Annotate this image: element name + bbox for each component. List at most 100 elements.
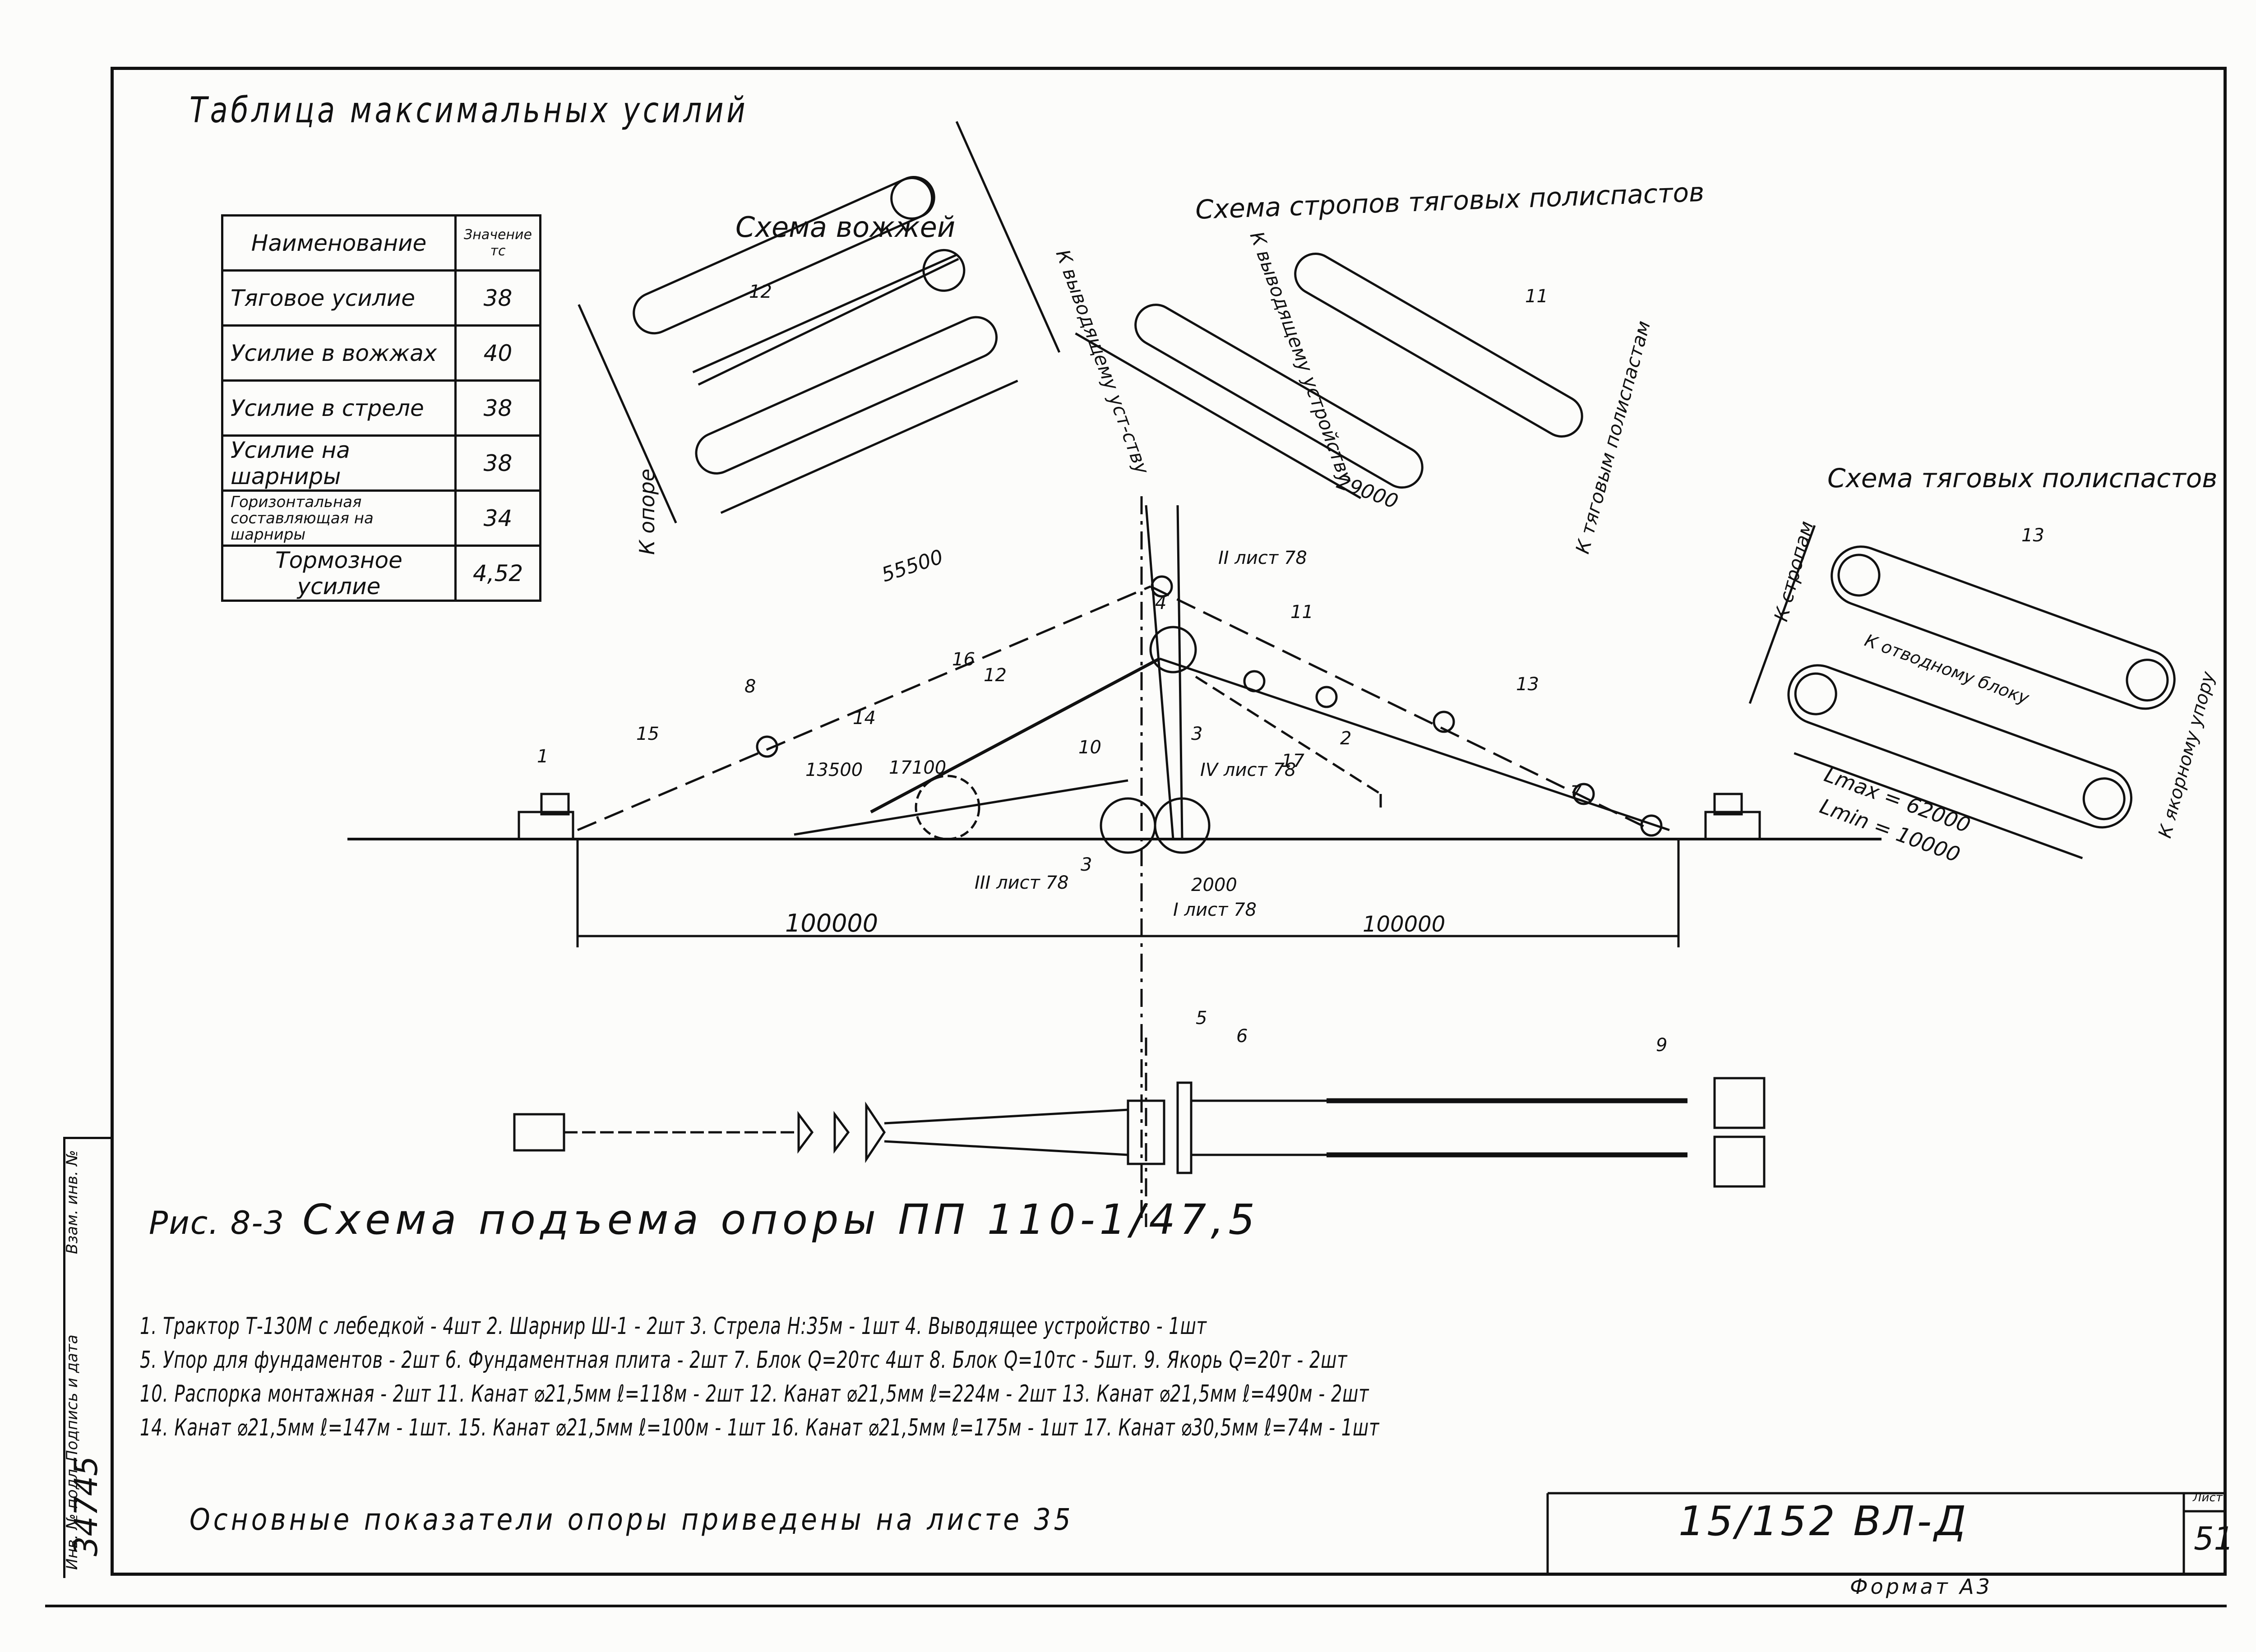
table-header-row: Наименование Значение тс (221, 214, 541, 272)
sling-loop (1294, 253, 1583, 438)
row-name: Усилие на шарниры (221, 434, 457, 492)
cable-17 (1195, 675, 1382, 795)
legend-line: 10. Распорка монтажная - 2шт 11. Канат ⌀… (140, 1380, 1369, 1407)
callout-3: 3 (1191, 724, 1202, 744)
label-to-support: К опоре (635, 469, 659, 555)
dim-100000-left: 100000 (785, 909, 878, 937)
table-title: Таблица максимальных усилий (190, 90, 749, 131)
callout-2: 2 (1340, 728, 1351, 749)
block (1433, 711, 1455, 733)
tackle-block (1837, 554, 1881, 597)
dim-13500: 13500 (805, 760, 863, 780)
tackle-plan (865, 1101, 886, 1163)
tractor-right (1704, 811, 1761, 840)
hinge-left (1100, 797, 1156, 854)
rein-line (692, 254, 957, 374)
callout-4: 4 (1155, 593, 1166, 614)
max-forces-table: Наименование Значение тс Тяговое усилие … (221, 214, 541, 602)
label-to-pulling-device: К выводящему уст-ству (1052, 247, 1154, 478)
sheet-label: Лист (2193, 1491, 2223, 1504)
table-row: Усилие на шарниры 38 (221, 434, 541, 492)
row-value: 38 (454, 269, 541, 327)
document-number: 15/152 ВЛ-Д (1678, 1498, 1969, 1545)
callout-17: 17 (1281, 751, 1304, 771)
callout-10: 10 (1078, 737, 1101, 758)
dim-line (1075, 332, 1362, 499)
cable-15 (577, 585, 1151, 831)
tackle-plan (797, 1111, 814, 1154)
pulling-device-4 (1149, 626, 1197, 674)
callout-6: 6 (1236, 1026, 1248, 1047)
support-leg (1145, 505, 1174, 840)
row-value: 38 (454, 434, 541, 492)
label-to-anchor: К якорному упору (2154, 669, 2219, 840)
figure-caption: Рис. 8-3 Схема подъема опоры ПП 110-1/47… (149, 1195, 1259, 1244)
boom (870, 657, 1160, 814)
row-name: Горизонтальная составляющая на шарниры (221, 489, 457, 547)
tractor-plan-left (513, 1113, 565, 1152)
format-label: Формат А3 (1850, 1574, 1992, 1599)
plan-line (884, 1108, 1128, 1125)
sheet-ref-i: I лист 78 (1173, 900, 1257, 920)
tractor-right-cab (1713, 793, 1743, 816)
dim-line (1794, 752, 2083, 859)
tractor-plan-right (1713, 1135, 1766, 1188)
dim-2000: 2000 (1191, 875, 1237, 895)
caption-prefix: Рис. 8-3 (149, 1204, 285, 1241)
dim-17100: 17100 (889, 757, 946, 778)
tackle-block (2126, 659, 2169, 702)
dim-100000-right: 100000 (1363, 912, 1445, 937)
callout-13: 13 (2021, 525, 2044, 546)
label-to-pulling-device-2: К выводящему устройству (1246, 229, 1358, 487)
boom-strut (794, 779, 1128, 836)
row-name: Усилие в вожжах (221, 324, 457, 382)
side-stamp (63, 1137, 113, 1578)
callout-3b: 3 (1081, 854, 1092, 875)
label-to-slings: К стропам (1770, 519, 1817, 624)
hinge-right (1154, 797, 1211, 854)
rein-block (922, 249, 966, 292)
plan-view: 5 6 9 (513, 1008, 1766, 1227)
dim-line (1748, 525, 1816, 704)
drawing-frame (111, 67, 2227, 1576)
sheet-ref-ii: II лист 78 (1218, 548, 1307, 568)
inventory-number: 34745 (68, 1456, 105, 1556)
legend-line: 1. Трактор Т-130М с лебедкой - 4шт 2. Ша… (140, 1313, 1207, 1340)
block-8 (756, 735, 778, 758)
row-name: Усилие в стреле (221, 379, 457, 437)
callout-1: 1 (537, 746, 548, 767)
sheet-ref-iii: III лист 78 (975, 872, 1069, 893)
tractor-left-cab (540, 793, 570, 816)
side-label: Подпись и дата (63, 1334, 81, 1462)
rein-line (698, 258, 959, 386)
sheet-number: 51 (2194, 1520, 2234, 1557)
row-name: Тормозное усилие (221, 545, 457, 602)
tractor-plan-right (1713, 1077, 1766, 1129)
rein-block (890, 177, 934, 220)
block-7 (1572, 783, 1595, 805)
table-row: Горизонтальная составляющая на шарниры 3… (221, 489, 541, 547)
callout-13: 13 (1516, 674, 1539, 695)
detail-iii-circle (915, 775, 980, 840)
block (1243, 670, 1266, 692)
callout-16: 16 (952, 649, 975, 670)
row-value: 4,52 (454, 545, 541, 602)
callout-7: 7 (1570, 782, 1582, 803)
tractor-left (518, 811, 574, 840)
label-to-traction-tackle: К тяговым полиспастам (1571, 318, 1655, 556)
dim-29000: 29000 (1334, 470, 1401, 513)
legend-line: 14. Канат ⌀21,5мм ℓ=147м - 1шт. 15. Кана… (140, 1414, 1380, 1441)
callout-14: 14 (853, 708, 876, 729)
row-value: 34 (454, 489, 541, 547)
side-label: Взам. инв. № (63, 1150, 81, 1254)
foundation-plan (1127, 1099, 1165, 1165)
cable-13 (1159, 657, 1670, 831)
block-2 (1315, 686, 1338, 708)
tackle-loop (1831, 545, 2176, 710)
tackle-loop (1787, 664, 2133, 829)
callout-12: 12 (749, 281, 772, 302)
block (1151, 575, 1173, 598)
callout-15: 15 (636, 724, 659, 744)
